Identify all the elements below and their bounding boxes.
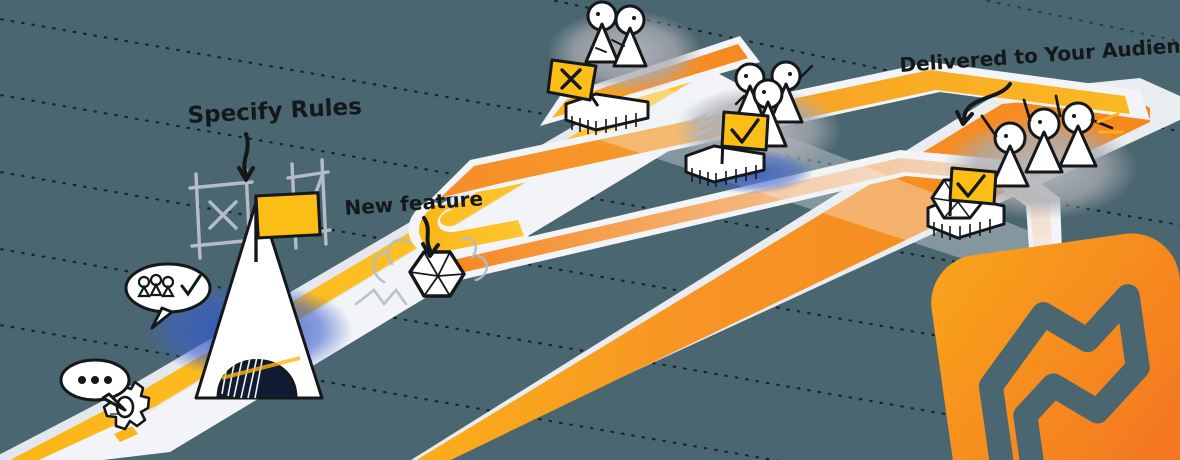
figure-group-rejected <box>584 0 648 68</box>
origin-mountain-tunnel <box>194 194 324 400</box>
origin-flag <box>254 191 322 262</box>
flag-rejected <box>546 58 600 107</box>
station-rejected <box>546 0 703 135</box>
platform-approved <box>684 144 766 187</box>
platform-rejected <box>564 92 650 135</box>
unleash-flag-logo <box>931 233 1180 460</box>
station-delivered <box>926 94 1138 240</box>
arrow-delivered <box>955 82 1012 126</box>
logo-flag-glyph <box>978 284 1150 460</box>
bubble-dots <box>59 358 131 412</box>
annotation-arrows <box>237 82 1012 258</box>
flag-delivered <box>948 166 998 217</box>
arrow-specify-rules <box>237 132 255 182</box>
bubble-audience <box>124 262 212 330</box>
station-approved <box>674 60 842 194</box>
flag-approved <box>720 110 770 165</box>
arrow-new-feature <box>421 216 440 258</box>
feature-gem-traveling <box>354 237 489 307</box>
figure-group-delivered <box>990 101 1098 188</box>
